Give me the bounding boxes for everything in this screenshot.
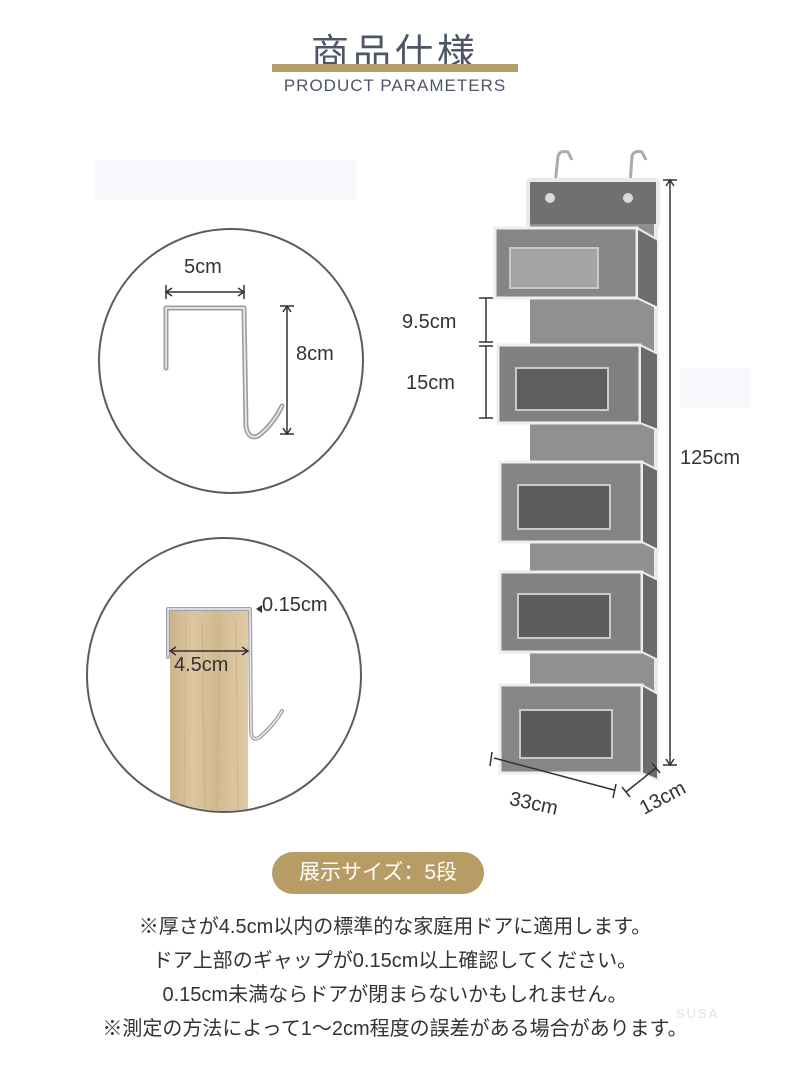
arrow-head xyxy=(282,304,292,313)
hook-detail-circle xyxy=(98,228,364,494)
organizer-illustration xyxy=(479,150,677,799)
arrow-head xyxy=(665,178,675,187)
background-haze xyxy=(680,368,750,408)
note-line: 0.15cm未満ならドアが閉まらないかもしれません。 xyxy=(162,984,628,1006)
background-haze xyxy=(94,160,356,200)
arrow-head xyxy=(665,758,675,767)
door-illustration xyxy=(166,605,284,811)
grommet xyxy=(623,193,633,203)
total-height-label: 125cm xyxy=(680,447,741,469)
door-thickness-label: 4.5cm xyxy=(174,654,229,676)
hanger-hook-right xyxy=(628,150,648,186)
hanger-hook-left xyxy=(553,150,574,186)
pocket xyxy=(498,570,659,662)
arrow-head xyxy=(168,646,177,656)
arrow-head xyxy=(282,427,292,436)
hook-highlight xyxy=(165,307,283,438)
dimension-tick xyxy=(489,751,493,767)
arrow-head xyxy=(164,287,173,297)
grommet xyxy=(545,193,555,203)
door-detail-circle xyxy=(86,537,362,813)
door-panel xyxy=(170,611,248,811)
gap-arrow-icon xyxy=(256,605,262,613)
dimension-tick xyxy=(621,786,631,798)
organizer-top-band xyxy=(526,178,660,228)
title-underline xyxy=(272,64,518,72)
note-line: ※厚さが4.5cm以内の標準的な家庭用ドアに適用します。 xyxy=(138,916,652,938)
hook-width-label: 5cm xyxy=(184,256,222,278)
dimension-tick xyxy=(612,783,617,799)
pocket xyxy=(493,226,659,310)
hook-shape xyxy=(163,305,285,440)
arrow-head xyxy=(237,287,246,297)
depth-dimension-line xyxy=(625,767,657,793)
brand-watermark: SUSA xyxy=(676,1006,720,1021)
wood-grain xyxy=(183,618,239,811)
pocket-height-label: 15cm xyxy=(406,372,455,394)
note-line: ドア上部のギャップが0.15cm以上確認してください。 xyxy=(152,950,638,972)
hook-illustration xyxy=(163,285,294,440)
display-size-badge: 展示サイズ：5段 xyxy=(272,852,484,894)
hook-highlight xyxy=(167,608,283,740)
arrow-head xyxy=(241,646,250,656)
width-dimension-line xyxy=(493,757,615,791)
hook-height-label: 8cm xyxy=(296,343,334,365)
pocket xyxy=(498,460,659,552)
note-line: ※測定の方法によって1～2cm程度の誤差がある場合があります。 xyxy=(102,1018,688,1040)
dimension-tick xyxy=(651,762,661,774)
door-gap-label: 0.15cm xyxy=(262,594,328,616)
pocket xyxy=(496,343,659,432)
page-subtitle: PRODUCT PARAMETERS xyxy=(283,76,507,95)
gap-height-label: 9.5cm xyxy=(402,311,457,333)
pocket xyxy=(498,683,659,782)
